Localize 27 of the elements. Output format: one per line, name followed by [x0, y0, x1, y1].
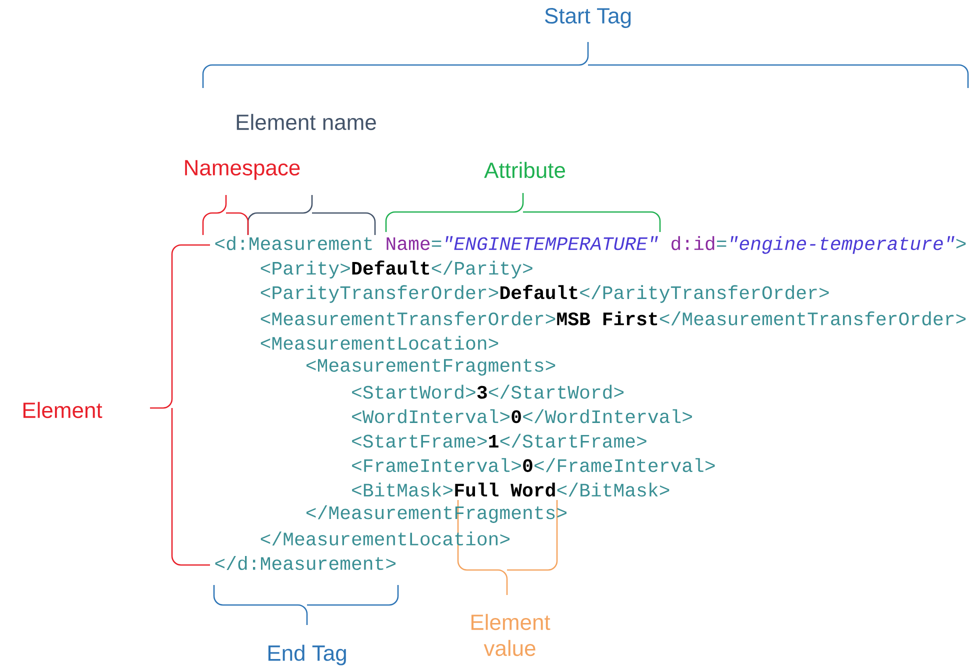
- annotation-label: End Tag: [268, 644, 346, 666]
- annotation-label: Element: [23, 402, 102, 418]
- code-line: <FrameInterval>0</FrameInterval>: [352, 458, 715, 472]
- label: >: [956, 238, 966, 248]
- code-line: </d:Measurement>: [215, 556, 396, 570]
- annotation-label: Element name: [236, 114, 376, 130]
- label: =: [432, 240, 442, 247]
- label: <d:Measurement: [215, 236, 372, 250]
- code-line: <BitMask>Full Word</BitMask>: [352, 482, 670, 497]
- label: d:id: [672, 236, 714, 250]
- label: =: [716, 240, 726, 247]
- code-line: <StartWord>3</StartWord>: [352, 384, 624, 399]
- annotation-label: Element value: [471, 614, 550, 656]
- code-line: <MeasurementLocation>: [260, 336, 498, 350]
- annotation-label: Start Tag: [545, 8, 631, 28]
- code-line: <StartFrame>1</StartFrame>: [352, 434, 646, 448]
- code-line: <MeasurementTransferOrder>MSB First</MeasurementTransferOrder>: [260, 311, 966, 326]
- annotation-label: Namespace: [185, 160, 300, 180]
- code-line: <Parity>Default</Parity>: [260, 260, 532, 278]
- annotation-label: Attribute: [484, 162, 565, 178]
- code-line: <d:Measurement Name= "ENGINETEMPERATURE" d:id= "engine-temperature">: [215, 236, 966, 254]
- label: Name: [386, 237, 430, 250]
- label: "engine-temperature": [730, 236, 954, 254]
- label: "ENGINETEMPERATURE": [446, 236, 658, 250]
- code-line: <ParityTransferOrder>Default</ParityTransferOrder>: [260, 284, 829, 303]
- code-line: <MeasurementFragments>: [306, 359, 556, 376]
- code-line: <WordInterval>0</WordInterval>: [352, 409, 692, 424]
